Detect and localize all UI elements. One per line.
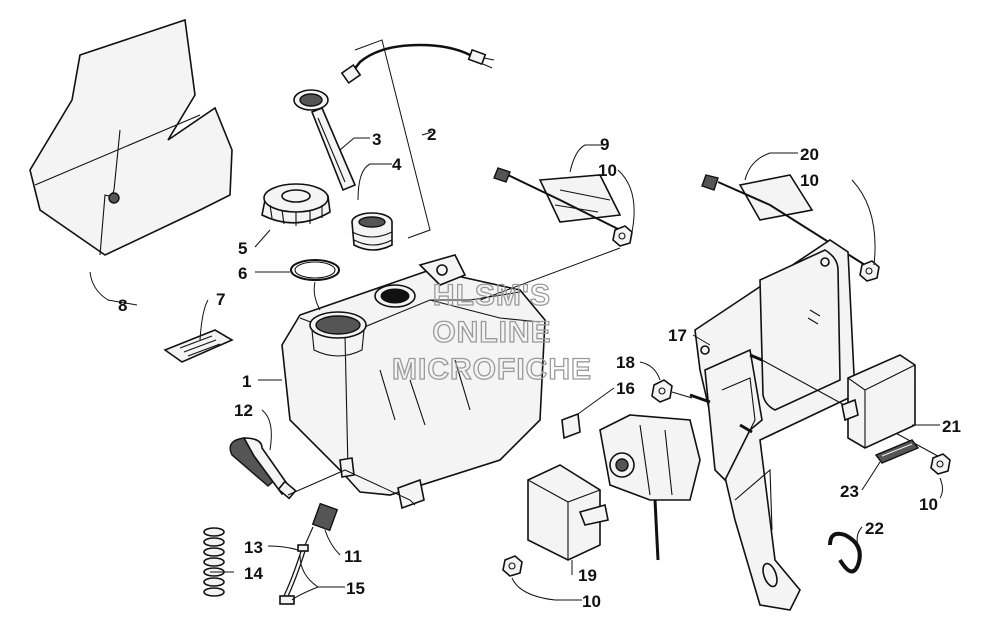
gas-cap-part-5	[261, 183, 331, 226]
callout-23: 23	[840, 482, 859, 501]
decal-part-7	[163, 329, 234, 363]
fuel-hose-part-13	[279, 544, 309, 605]
throttle-assembly	[599, 414, 701, 561]
callout-22: 22	[865, 519, 884, 538]
callout-10-d: 10	[582, 592, 601, 611]
callout-1: 1	[242, 372, 251, 391]
watermark-line-3: MICROFICHE	[392, 353, 592, 386]
callout-8: 8	[118, 296, 127, 315]
nut-part-10-a	[612, 225, 633, 247]
callout-6: 6	[238, 264, 247, 283]
callout-9: 9	[600, 135, 609, 154]
callout-10-c: 10	[919, 495, 938, 514]
heat-shield-part-8	[29, 18, 233, 256]
callout-16: 16	[616, 379, 635, 398]
label-part-16	[561, 412, 581, 440]
clamp-part-22	[828, 531, 862, 574]
callout-18: 18	[616, 353, 635, 372]
o-ring-part-6	[290, 259, 340, 281]
watermark: HLSM'S ONLINE MICROFICHE	[391, 278, 592, 386]
callout-13: 13	[244, 538, 263, 557]
callout-10-a: 10	[598, 161, 617, 180]
watermark-line-2: ONLINE	[432, 316, 551, 349]
strap-part-12	[229, 437, 297, 500]
callout-15: 15	[346, 579, 365, 598]
callout-labels: 3 2 4 5 6 7 8 1 12 9 10 20 10 17 18 16 2…	[118, 125, 961, 611]
callout-10-b: 10	[800, 171, 819, 190]
fitting-part-11	[304, 502, 339, 546]
nut-part-10-c	[502, 555, 523, 577]
callout-7: 7	[216, 290, 225, 309]
gas-tank-part-1	[281, 254, 546, 510]
callout-21: 21	[942, 417, 961, 436]
nut-part-10-d	[930, 453, 951, 475]
callout-14: 14	[244, 564, 263, 583]
module-box-part-21	[841, 354, 916, 449]
callout-2: 2	[427, 125, 436, 144]
spring-part-14	[203, 527, 225, 597]
gauge-wire-harness	[340, 43, 495, 85]
nut-part-18	[651, 379, 693, 403]
nut-part-10-b	[859, 260, 880, 282]
callout-20: 20	[800, 145, 819, 164]
watermark-line-1: HLSM'S	[433, 279, 551, 312]
upper-bracket-left	[493, 167, 622, 231]
bracket-part-2	[354, 39, 431, 239]
callout-12: 12	[234, 401, 253, 420]
leader-lines	[89, 131, 943, 601]
callout-3: 3	[372, 130, 381, 149]
electronic-box-part-19	[527, 464, 609, 561]
callout-5: 5	[238, 239, 247, 258]
callout-11: 11	[344, 547, 362, 566]
callout-17: 17	[668, 326, 687, 345]
grommet-part-4	[351, 212, 393, 251]
mounting-plate-part-17	[694, 239, 856, 611]
pad-part-23	[874, 439, 920, 464]
fuel-gauge-part-3	[293, 89, 357, 192]
callout-19: 19	[578, 566, 597, 585]
callout-4: 4	[392, 155, 402, 174]
